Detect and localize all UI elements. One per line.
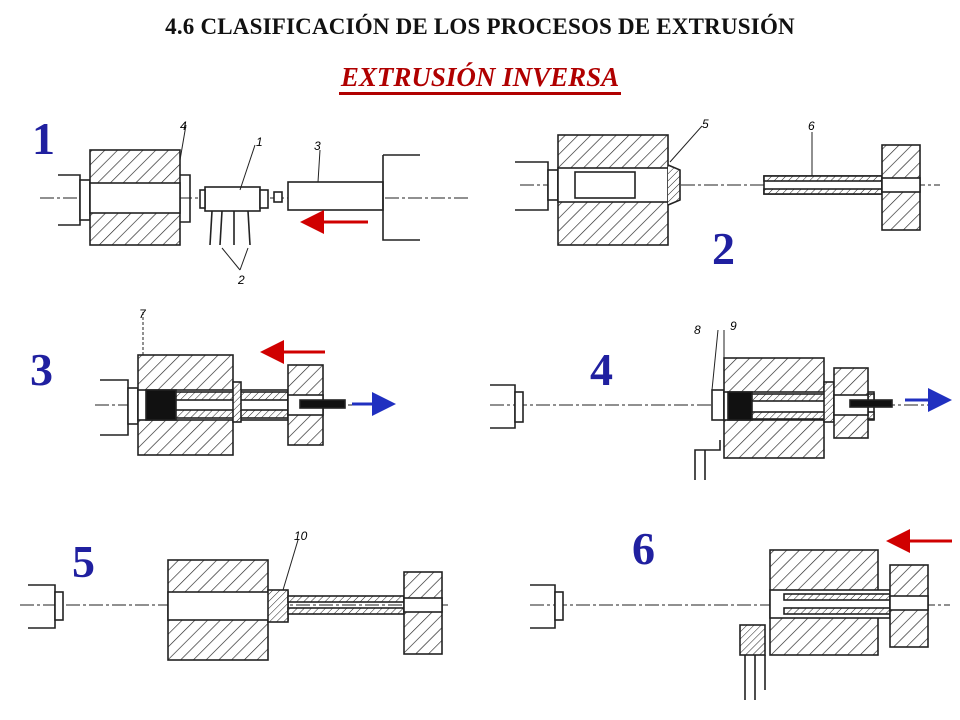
step-2-diagram	[515, 125, 940, 246]
part-label-3: 3	[314, 139, 321, 153]
step-number-3: 3	[30, 344, 53, 395]
part-label-8: 8	[694, 323, 701, 337]
step-4-diagram	[490, 329, 940, 480]
step-number-5: 5	[72, 536, 95, 587]
step-3-diagram	[95, 312, 360, 456]
part-label-1: 1	[256, 135, 263, 149]
page-title: 4.6 CLASIFICACIÓN DE LOS PROCESOS DE EXT…	[165, 14, 795, 39]
part-label-10: 10	[294, 529, 308, 543]
part-label-5: 5	[702, 117, 709, 131]
part-label-4: 4	[180, 119, 187, 133]
part-label-6: 6	[808, 119, 815, 133]
step-number-6: 6	[632, 523, 655, 574]
subtitle-text: EXTRUSIÓN INVERSA	[338, 62, 622, 95]
step-number-1: 1	[32, 113, 55, 164]
step-6-diagram	[530, 549, 950, 700]
part-label-2: 2	[237, 273, 245, 287]
step-number-2: 2	[712, 223, 735, 274]
step-1-diagram	[40, 124, 470, 271]
step-5-diagram	[20, 539, 450, 661]
step-number-4: 4	[590, 344, 613, 395]
part-label-7: 7	[139, 307, 147, 321]
page-subtitle: EXTRUSIÓN INVERSA	[0, 62, 960, 95]
part-label-9: 9	[730, 319, 737, 333]
